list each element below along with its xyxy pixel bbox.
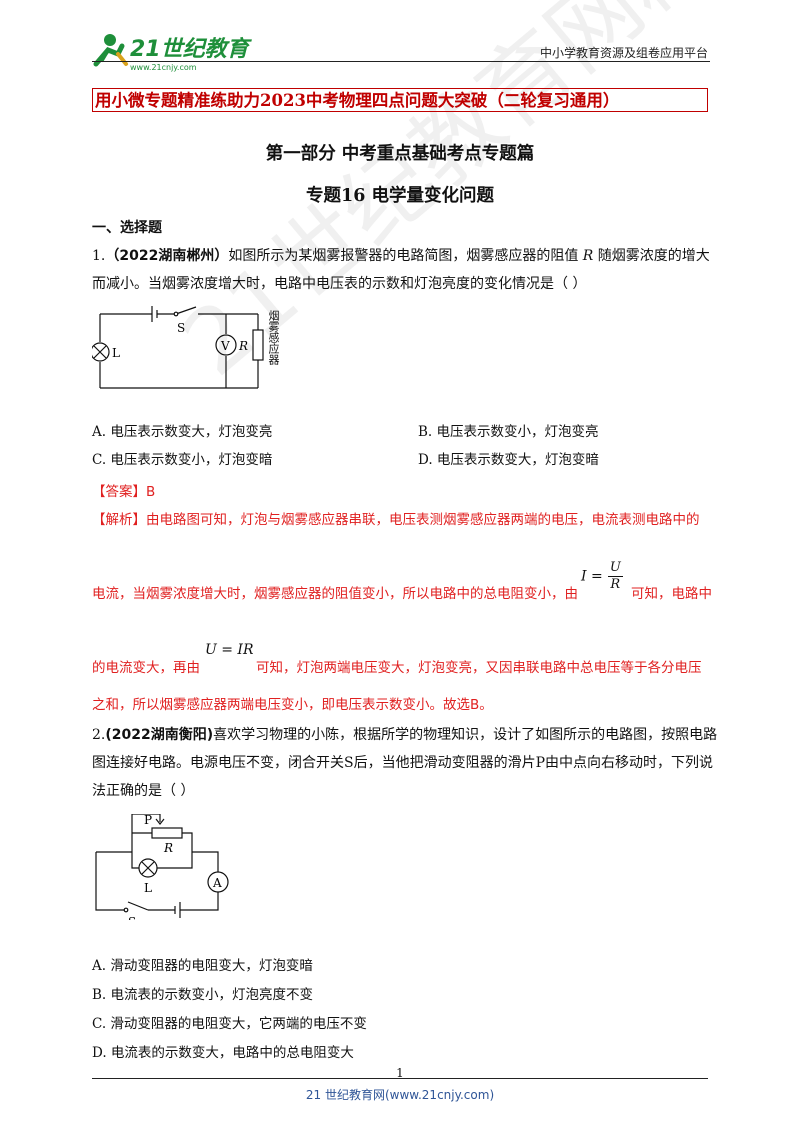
q2-line2: 图连接好电路。电源电压不变，闭合开关S后，当他把滑动变阻器的滑片P由中点向右移动… xyxy=(92,755,714,771)
q2-option-c[interactable]: C. 滑动变阻器的电阻变大，它两端的电压不变 xyxy=(92,1016,367,1032)
q2-option-a[interactable]: A. 滑动变阻器的电阻变大，灯泡变暗 xyxy=(92,958,313,974)
q1-option-d[interactable]: D. 电压表示数变大，灯泡变暗 xyxy=(418,452,599,468)
q2-switch-label: S xyxy=(128,915,136,920)
q1-sensor-label: 烟雾感应器 xyxy=(267,310,280,365)
answer-value: B xyxy=(146,484,156,500)
q1-switch-label: S xyxy=(177,321,185,335)
q1-analysis-line2: 电流，当烟雾浓度增大时，烟雾感应器的阻值变小，所以电路中的总电阻变小，由 xyxy=(92,582,578,602)
question-2-stem: 2.(2022湖南衡阳)喜欢学习物理的小陈，根据所学的物理知识，设计了如图所示的… xyxy=(92,721,717,805)
page-number: 1 xyxy=(396,1066,404,1080)
q1-option-a[interactable]: A. 电压表示数变大，灯泡变亮 xyxy=(92,424,273,440)
section-heading: 一、选择题 xyxy=(92,220,162,236)
logo-url: www.21cnjy.com xyxy=(130,63,197,72)
answer-label: 【答案】 xyxy=(92,484,146,500)
analysis-label: 【解析】 xyxy=(92,512,146,528)
q1-number: 1. xyxy=(92,248,106,264)
q2-line3: 法正确的是（ ） xyxy=(92,783,195,799)
q1-lamp-label: L xyxy=(112,346,120,360)
q1-line1b: 随烟雾浓度的增大 xyxy=(597,248,710,264)
header-platform-text: 中小学教育资源及组卷应用平台 xyxy=(539,46,708,60)
q2-number: 2. xyxy=(92,727,106,743)
q1-circuit-diagram: S L V R 烟雾感应器 xyxy=(92,306,280,389)
q1-source: （2022湖南郴州） xyxy=(105,248,229,264)
formula-lhs: I = xyxy=(581,568,603,585)
q1-option-c[interactable]: C. 电压表示数变小，灯泡变暗 xyxy=(92,452,273,468)
q1-line2: 而减小。当烟雾浓度增大时，电路中电压表的示数和灯泡亮度的变化情况是（ ） xyxy=(92,276,587,292)
q1-analysis-line4: 之和，所以烟雾感应器两端电压变小，即电压表示数变小。故选B。 xyxy=(92,697,493,713)
formula-denominator: R xyxy=(610,577,621,592)
part-heading: 第一部分 中考重点基础考点专题篇 xyxy=(265,144,535,164)
q1-var-r: R xyxy=(582,248,594,264)
formula-ohm-2: U = IR xyxy=(205,642,254,658)
header-divider xyxy=(92,61,710,62)
q2-option-d[interactable]: D. 电流表的示数变大，电路中的总电阻变大 xyxy=(92,1045,354,1061)
footer-divider xyxy=(92,1078,708,1079)
title-banner: 用小微专题精准练助力2023中考物理四点问题大突破（二轮复习通用） xyxy=(92,88,708,112)
site-logo[interactable]: 21世纪教育 www.21cnjy.com xyxy=(92,20,262,78)
q2-circuit-diagram: P R L A S xyxy=(95,814,229,920)
runner-logo-icon: 21世纪教育 www.21cnjy.com xyxy=(93,34,253,72)
analysis-text-2a: 电流，当烟雾浓度增大时，烟雾感应器的阻值变小，所以电路中的总电阻变小，由 xyxy=(92,586,578,602)
q2-lamp-label: L xyxy=(144,881,152,895)
q2-resistor-label: R xyxy=(163,841,173,855)
q1-analysis-line3b: 可知，灯泡两端电压变大，灯泡变亮，又因串联电路中总电压等于各分电压 xyxy=(256,660,702,676)
q2-source: (2022湖南衡阳) xyxy=(105,727,214,743)
q2-slider-label: P xyxy=(144,814,152,827)
footer-site-link[interactable]: 21 世纪教育网(www.21cnjy.com) xyxy=(305,1088,495,1102)
q1-voltmeter-label: V xyxy=(220,339,230,353)
q1-answer: 【答案】B xyxy=(92,480,155,500)
q2-ammeter-label: A xyxy=(212,876,222,890)
q1-analysis-line3a: 的电流变大，再由 xyxy=(92,660,200,676)
formula-numerator: U xyxy=(607,560,623,577)
q1-analysis-line1: 【解析】由电路图可知，灯泡与烟雾感应器串联，电压表测烟雾感应器两端的电压，电流表… xyxy=(92,508,700,528)
question-1-stem: 1.（2022湖南郴州）如图所示为某烟雾报警器的电路简图，烟雾感应器的阻值 R … xyxy=(92,242,712,298)
q2-option-b[interactable]: B. 电流表的示数变小，灯泡亮度不变 xyxy=(92,987,314,1003)
logo-text: 21世纪教育 xyxy=(130,36,253,62)
q1-option-b[interactable]: B. 电压表示数变小，灯泡变亮 xyxy=(418,424,599,440)
topic-heading: 专题16 电学量变化问题 xyxy=(306,186,494,206)
q1-analysis-line2b: 可知，电路中 xyxy=(631,586,712,602)
q2-line1: 喜欢学习物理的小陈，根据所学的物理知识，设计了如图所示的电路图，按照电路 xyxy=(213,727,718,743)
q1-resistor-label: R xyxy=(238,339,248,353)
analysis-text-1: 由电路图可知，灯泡与烟雾感应器串联，电压表测烟雾感应器两端的电压，电流表测电路中… xyxy=(146,512,700,528)
q1-line1: 如图所示为某烟雾报警器的电路简图，烟雾感应器的阻值 xyxy=(228,248,579,264)
